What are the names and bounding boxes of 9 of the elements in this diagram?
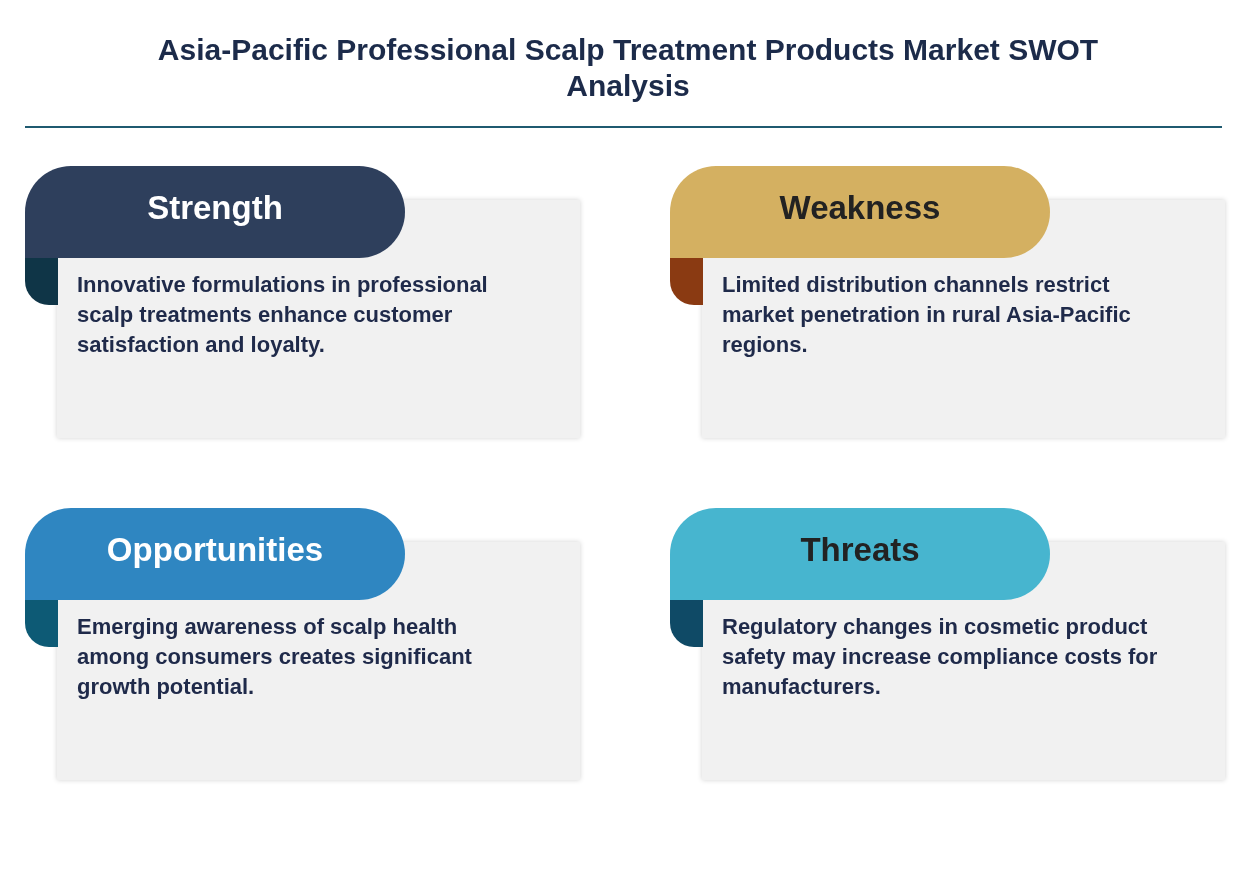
title: Asia-Pacific Professional Scalp Treatment Products Market SWOT Analysis (156, 32, 1100, 104)
card-heading: Weakness (779, 189, 941, 227)
card-heading: Threats (800, 531, 920, 569)
card-text: Emerging awareness of scalp health among consumers creates significant growth potential. (77, 613, 473, 701)
card-text: Limited distribution channels restrict market penetration in rural Asia-Pacific regions. (722, 271, 1132, 359)
card-text: Regulatory changes in cosmetic product safety may increase compliance costs for manufacturers. (722, 613, 1159, 701)
card-text: Innovative formulations in professional scalp treatments enhance customer satisfaction and loyalty. (77, 271, 489, 359)
card-heading: Opportunities (106, 531, 324, 569)
card-heading: Strength (147, 189, 283, 227)
